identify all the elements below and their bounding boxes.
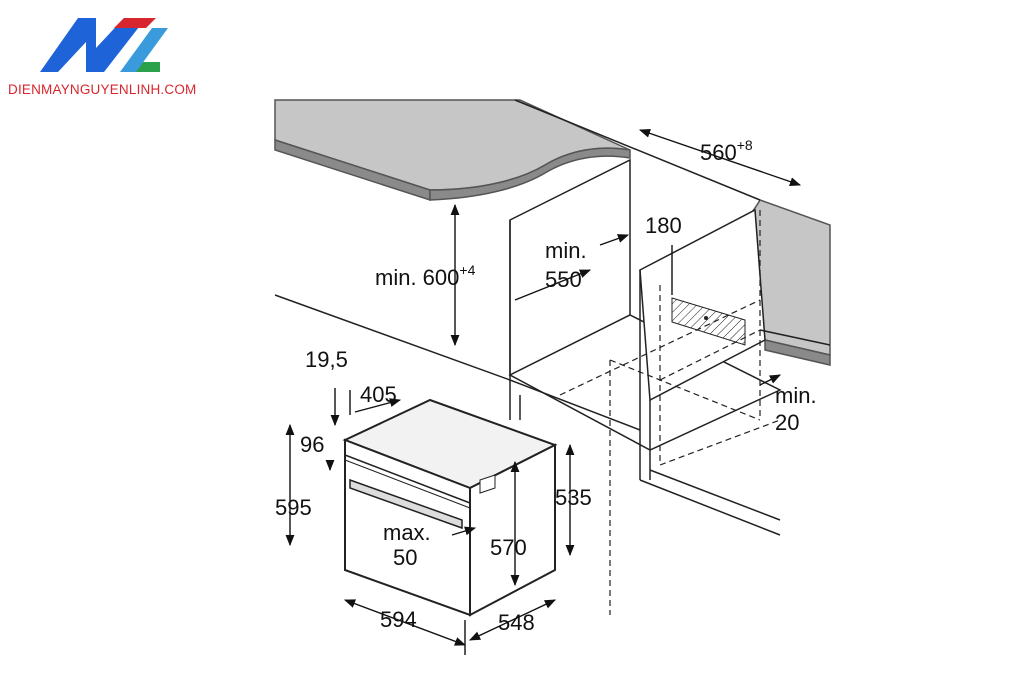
brand-logo: DIENMAYNGUYENLINH.COM [0,0,240,110]
label-body-height: 570 [490,535,527,560]
label-min-depth-1: min. [545,238,587,263]
label-back-gap-1: min. [775,383,817,408]
countertop [274,99,831,366]
label-back-gap-2: 20 [775,410,799,435]
label-body-side-height: 535 [555,485,592,510]
vent-cutout [671,297,746,346]
label-width: 594 [380,607,417,632]
brand-logo-mark [40,18,168,72]
label-vent-width: 180 [645,213,682,238]
label-min-height: min. 600+4 [375,262,476,290]
label-depth: 548 [498,610,535,635]
dimension-labels: 560+8 min. 600+4 min. 550 180 min. 20 19… [275,137,817,635]
label-min-depth-2: 550 [545,267,582,292]
label-handle-depth-1: max. [383,520,431,545]
cabinet-lines [274,99,831,536]
label-panel-depth: 405 [360,382,397,407]
dimension-lines [285,129,802,655]
brand-site-name: DIENMAYNGUYENLINH.COM [8,82,197,97]
label-front-offset: 19,5 [305,347,348,372]
label-top-panel: 96 [300,432,324,457]
label-niche-width: 560+8 [700,137,753,165]
label-total-height: 595 [275,495,312,520]
label-handle-depth-2: 50 [393,545,417,570]
oven [342,398,558,617]
